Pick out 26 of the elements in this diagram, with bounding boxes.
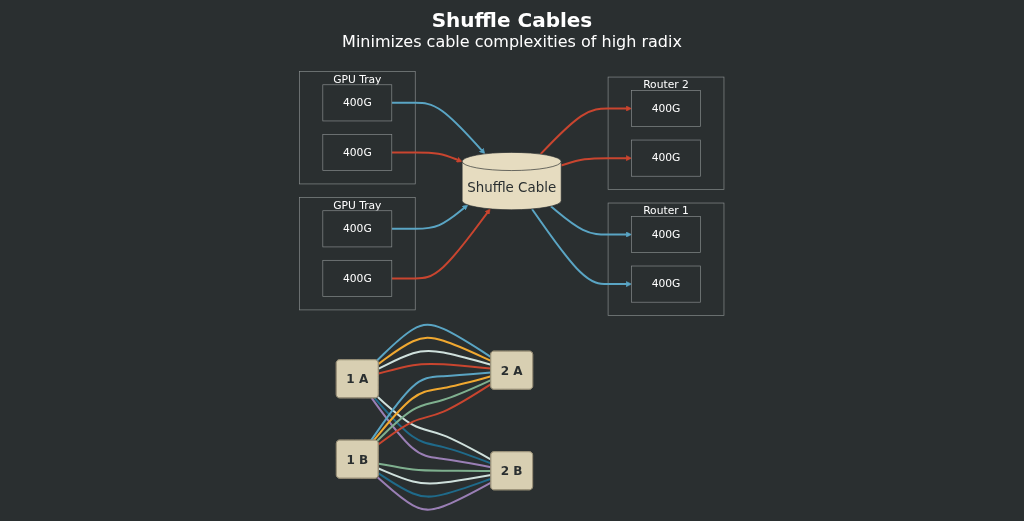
arrow [561, 155, 633, 167]
node-box: 400G [631, 90, 702, 127]
connector [376, 323, 492, 362]
node-box: 400G [631, 216, 702, 253]
arrow [392, 208, 491, 280]
connector [378, 467, 492, 485]
arrow [392, 151, 463, 163]
connector [378, 362, 492, 375]
node-box: 400G [631, 265, 702, 303]
connector [377, 476, 492, 511]
arrow [540, 105, 633, 155]
arrow [392, 204, 469, 230]
connector [378, 462, 492, 473]
arrow [531, 208, 633, 288]
diagram-title: Shuffle Cables [431, 8, 593, 32]
node-box: 400G [631, 139, 702, 177]
connector [378, 472, 492, 498]
subtitle: Minimizes cable complexities of high radix [342, 32, 682, 51]
node-box: 400G [322, 84, 393, 122]
node-box: 400G [322, 260, 393, 297]
arrow [550, 205, 633, 238]
connector [378, 349, 492, 370]
arrow [392, 101, 486, 155]
connector [378, 336, 492, 365]
node-box: 400G [322, 134, 393, 171]
node-box: 400G [322, 210, 393, 248]
